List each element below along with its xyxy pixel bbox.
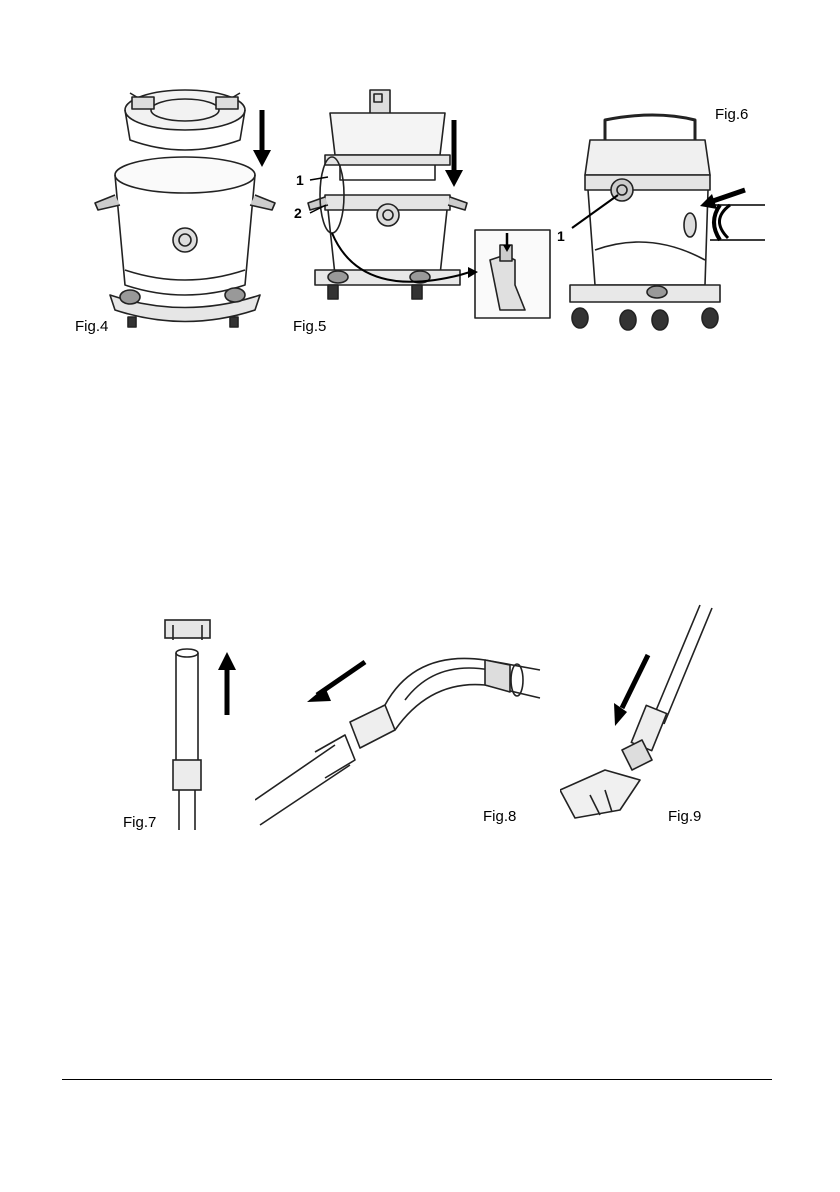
fig6-callout-1: 1 [557,228,565,244]
fig9-caption: Fig.9 [668,808,701,825]
footer-divider [62,1079,772,1080]
fig5-illustration [300,85,555,320]
fig8-illustration [255,640,555,830]
fig4-caption: Fig.4 [75,318,108,335]
fig5-callout-2: 2 [294,205,302,221]
fig9-illustration [560,600,720,820]
fig5-caption: Fig.5 [293,318,326,335]
fig6-illustration [560,110,765,335]
fig4-illustration [90,75,290,340]
fig7-illustration [155,615,250,830]
fig7-caption: Fig.7 [123,814,156,831]
fig6-caption: Fig.6 [715,106,748,123]
fig5-callout-1: 1 [296,172,304,188]
fig8-caption: Fig.8 [483,808,516,825]
